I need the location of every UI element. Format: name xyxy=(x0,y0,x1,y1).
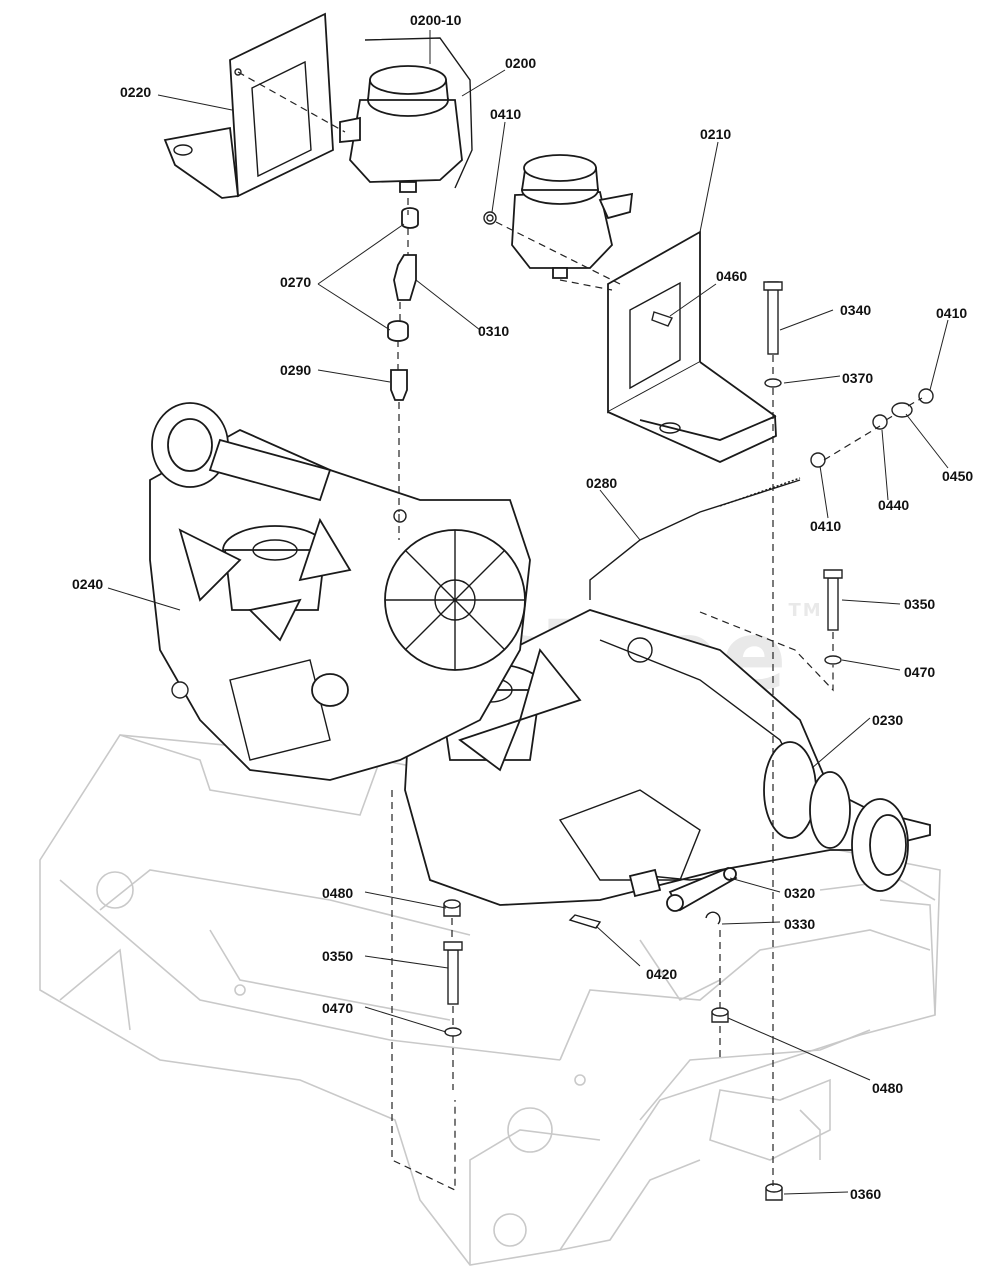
label-0200-10: 0200-10 xyxy=(410,12,462,28)
label-0320: 0320 xyxy=(784,885,816,901)
bracket-0220 xyxy=(163,12,334,199)
label-0370: 0370 xyxy=(842,370,874,386)
hose-fittings xyxy=(387,207,419,401)
watermark-trademark: TM xyxy=(788,600,823,621)
reservoir-0200 xyxy=(339,37,473,193)
label-0410-mid: 0410 xyxy=(810,518,842,534)
label-0340: 0340 xyxy=(840,302,872,318)
reservoir-0210-tank xyxy=(511,154,634,279)
hardware xyxy=(443,211,934,1201)
label-0470-lower: 0470 xyxy=(322,1000,354,1016)
label-0480-left: 0480 xyxy=(322,885,354,901)
label-0280: 0280 xyxy=(586,475,618,491)
label-0460: 0460 xyxy=(716,268,748,284)
label-0220: 0220 xyxy=(120,84,152,100)
label-0310: 0310 xyxy=(478,323,510,339)
label-0470-upper: 0470 xyxy=(904,664,936,680)
label-0290: 0290 xyxy=(280,362,312,378)
label-0210: 0210 xyxy=(700,126,732,142)
label-0410-right: 0410 xyxy=(936,305,968,321)
label-0350-lower: 0350 xyxy=(322,948,354,964)
label-0480-right: 0480 xyxy=(872,1080,904,1096)
label-0230: 0230 xyxy=(872,712,904,728)
label-0200: 0200 xyxy=(505,55,537,71)
label-0420: 0420 xyxy=(646,966,678,982)
label-0240: 0240 xyxy=(72,576,104,592)
label-0410-top: 0410 xyxy=(490,106,522,122)
label-0440: 0440 xyxy=(878,497,910,513)
label-0270: 0270 xyxy=(280,274,312,290)
control-arm-0320 xyxy=(628,866,738,925)
label-0450: 0450 xyxy=(942,468,974,484)
label-0330: 0330 xyxy=(784,916,816,932)
linkage-rod-0280 xyxy=(589,477,801,600)
label-0350-upper: 0350 xyxy=(904,596,936,612)
assembly-dashed-lines xyxy=(237,71,923,1191)
transmission-0240 xyxy=(149,402,531,781)
leader-lines xyxy=(107,30,949,1195)
mower-frame xyxy=(39,734,941,1266)
bracket-0210 xyxy=(607,230,777,463)
label-0360: 0360 xyxy=(850,1186,882,1202)
